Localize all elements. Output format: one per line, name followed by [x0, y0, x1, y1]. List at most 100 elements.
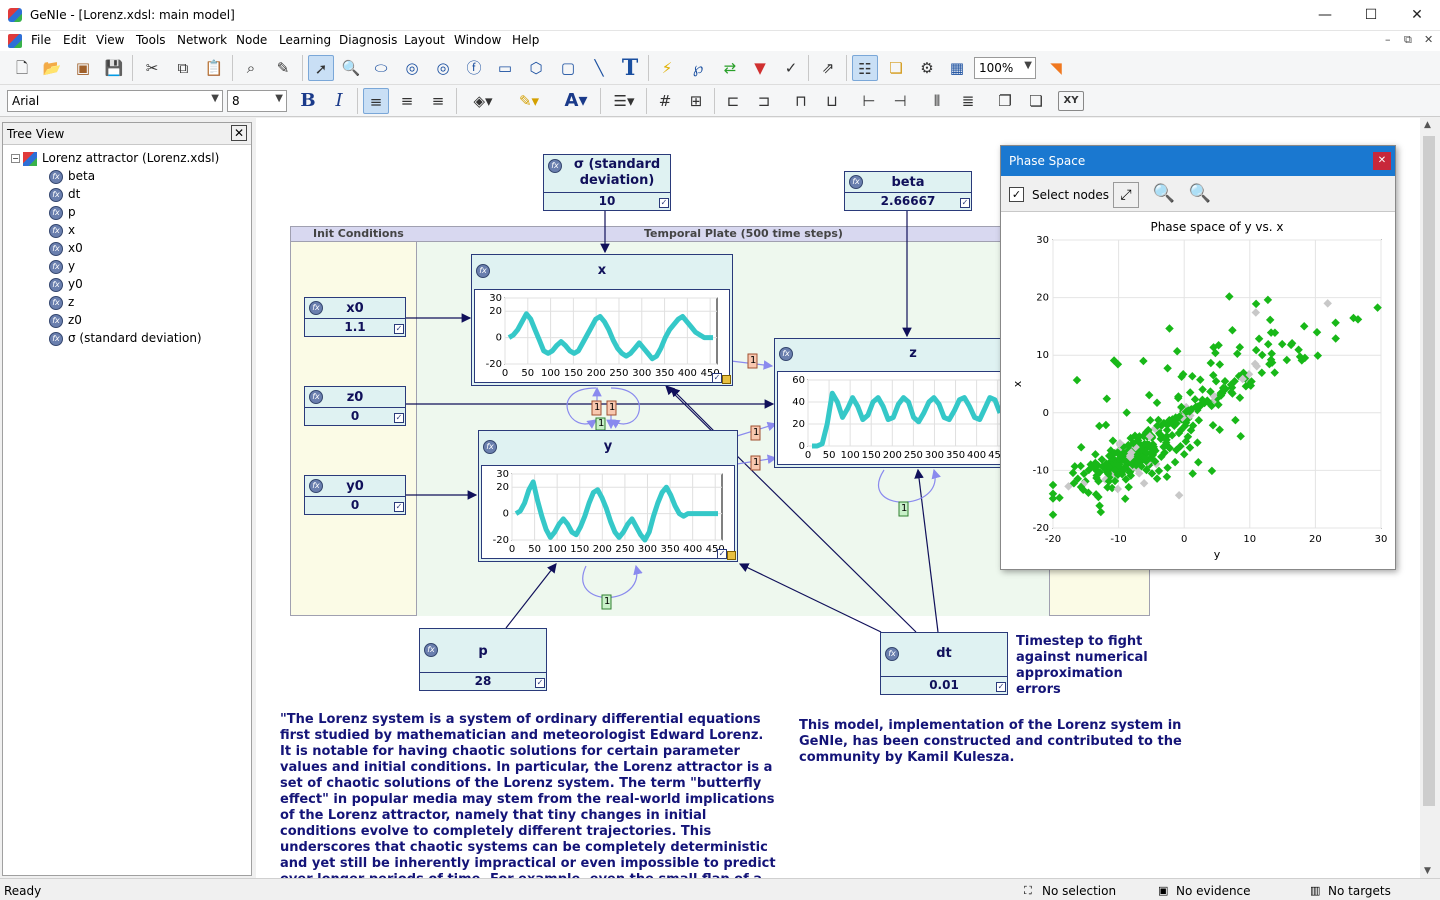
phase-space-window[interactable]: Phase Space ✕ ✓ Select nodes ⤢ 🔍 🔍 Phase… [1000, 145, 1396, 570]
align-top-nodes-icon[interactable]: ⊓ [795, 92, 807, 110]
settings-icon[interactable]: ⚙ [920, 59, 934, 77]
cases-icon[interactable]: ❏ [889, 59, 903, 77]
node-z0[interactable]: fx z0 0 ✓ [304, 386, 406, 426]
bold-button[interactable]: B [300, 90, 316, 111]
align-right-nodes-icon[interactable]: ⊐ [757, 92, 771, 110]
dt-annotation[interactable]: Timestep to fight against numerical appr… [1016, 634, 1148, 697]
scroll-thumb[interactable] [1423, 136, 1435, 806]
fill-color-icon[interactable]: ◈▾ [473, 92, 493, 110]
value-node-icon[interactable]: ⬡ [529, 59, 543, 77]
checkbox-icon[interactable]: ✓ [394, 324, 404, 334]
node-x0[interactable]: fx x0 1.1 ✓ [304, 297, 406, 337]
chance-node-icon[interactable]: ⬭ [374, 59, 388, 77]
zoom-select[interactable]: 100%▼ [974, 57, 1036, 79]
paste-icon[interactable]: 📋 [204, 59, 224, 77]
phase-close-button[interactable]: ✕ [1373, 152, 1391, 170]
menu-network[interactable]: Network [177, 33, 228, 47]
checkbox-icon[interactable]: ✓ [394, 413, 404, 423]
menu-file[interactable]: File [31, 33, 52, 47]
line-color-icon[interactable]: ✎▾ [518, 92, 540, 110]
submodel-icon[interactable]: ▢ [560, 59, 576, 77]
checkbox-icon[interactable]: ✓ [717, 549, 727, 559]
document-icon[interactable] [8, 34, 22, 48]
credit-text[interactable]: This model, implementation of the Lorenz… [799, 718, 1182, 765]
line-width-icon[interactable]: ☰▾ [613, 92, 635, 110]
node-beta[interactable]: fx beta 2.66667 ✓ [844, 171, 972, 211]
open-box-icon[interactable]: ▣ [75, 59, 91, 77]
node-y0[interactable]: fx y0 0 ✓ [304, 475, 406, 515]
open-folder-icon[interactable]: 📂 [42, 59, 62, 77]
menu-help[interactable]: Help [512, 33, 540, 47]
align-right-icon[interactable]: ≡ [431, 92, 445, 110]
zoom-in-icon[interactable]: 🔍 [1152, 183, 1176, 204]
arrows-icon[interactable]: ⇄ [723, 59, 737, 77]
distribute-horizontal-icon[interactable]: ⫴ [933, 92, 941, 110]
copy-icon[interactable]: ⧉ [177, 59, 189, 77]
equation-node-icon[interactable]: ◎ [436, 59, 450, 77]
distribute-vertical-icon[interactable]: ≣ [961, 92, 975, 110]
minimize-button[interactable]: — [1318, 7, 1332, 23]
function-node-icon[interactable]: ⓕ [466, 59, 482, 77]
text-tool-icon[interactable]: T [621, 55, 639, 81]
maximize-button[interactable]: ☐ [1364, 7, 1378, 23]
funnel-icon[interactable]: ▼ [754, 59, 766, 77]
font-color-icon[interactable]: A▾ [564, 90, 588, 111]
menu-diagnosis[interactable]: Diagnosis [339, 33, 398, 47]
menu-view[interactable]: View [96, 33, 125, 47]
xy-plot-button[interactable]: XY [1058, 91, 1084, 111]
deterministic-node-icon[interactable]: ◎ [405, 59, 419, 77]
close-button[interactable]: ✕ [1411, 7, 1423, 23]
scroll-down-icon[interactable]: ▼ [1424, 866, 1431, 876]
collapse-icon[interactable]: − [11, 154, 20, 163]
align-center-icon[interactable]: ≡ [400, 92, 414, 110]
update-lightning-icon[interactable]: ⚡ [661, 59, 673, 77]
align-bottom-nodes-icon[interactable]: ⊔ [826, 92, 838, 110]
vertical-scrollbar[interactable]: ▲ ▼ [1420, 118, 1438, 878]
checkbox-icon[interactable]: ✓ [659, 198, 669, 208]
node-sigma[interactable]: fx σ (standard deviation) 10 ✓ [543, 154, 671, 211]
checkbox-icon[interactable]: ✓ [996, 682, 1006, 692]
decision-node-icon[interactable]: ▭ [497, 59, 513, 77]
font-select[interactable]: Arial▼ [7, 90, 223, 112]
scroll-up-icon[interactable]: ▲ [1424, 120, 1431, 130]
select-pointer-icon[interactable]: ➚ [308, 55, 334, 81]
font-size-select[interactable]: 8▼ [227, 90, 287, 112]
align-vertical-center-icon[interactable]: ⊢ [862, 92, 876, 110]
phase-space-titlebar[interactable]: Phase Space ✕ [1001, 146, 1395, 176]
checkbox-icon[interactable]: ✓ [712, 373, 722, 383]
cut-icon[interactable]: ✂ [145, 59, 159, 77]
mdi-minimize-button[interactable]: – [1385, 33, 1391, 46]
tree-root[interactable]: −Lorenz attractor (Lorenz.xdsl) [11, 151, 219, 166]
grid-toggle-icon[interactable]: # [658, 92, 672, 110]
magnifier-icon[interactable]: 🔍 [341, 59, 361, 77]
eraser-icon[interactable]: ✎ [276, 59, 290, 77]
align-left-icon[interactable]: ≡ [363, 88, 389, 114]
save-icon[interactable]: 💾 [104, 59, 124, 77]
menu-edit[interactable]: Edit [63, 33, 87, 47]
menu-node[interactable]: Node [236, 33, 268, 47]
align-horizontal-center-icon[interactable]: ⊣ [893, 92, 907, 110]
bring-front-icon[interactable]: ❐ [998, 92, 1012, 110]
tree-view-toggle-icon[interactable]: ☷ [852, 55, 878, 81]
arc-tool-icon[interactable]: ╲ [594, 59, 604, 77]
menu-learning[interactable]: Learning [279, 33, 332, 47]
node-dt[interactable]: fx dt 0.01 ✓ [880, 632, 1008, 695]
export-icon[interactable]: ⇗ [821, 59, 835, 77]
lorenz-quote-text[interactable]: "The Lorenz system is a system of ordina… [280, 712, 776, 878]
align-left-nodes-icon[interactable]: ⊏ [726, 92, 740, 110]
new-file-icon[interactable]: 🗋 [15, 59, 29, 77]
italic-button[interactable]: I [335, 90, 343, 111]
menu-layout[interactable]: Layout [404, 33, 445, 47]
zoom-out-icon[interactable]: 🔍 [1188, 183, 1212, 204]
checkbox-icon[interactable]: ✓ [394, 502, 404, 512]
menu-tools[interactable]: Tools [136, 33, 166, 47]
